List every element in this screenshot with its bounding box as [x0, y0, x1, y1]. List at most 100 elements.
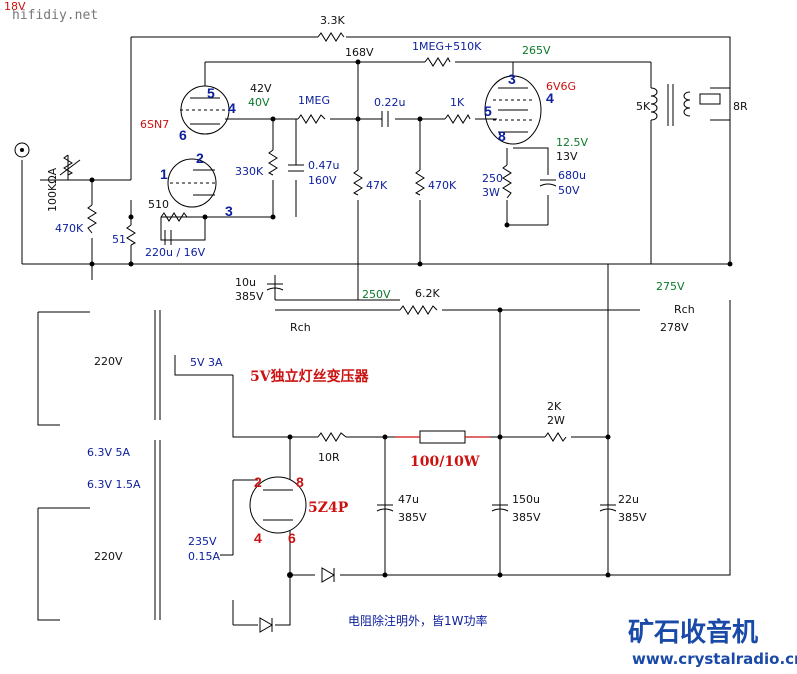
brand-logo: 矿石收音机 www.crystalradio.cn — [628, 617, 797, 668]
label-pot: 100KΩA — [46, 167, 59, 212]
resistor-47k — [352, 169, 363, 196]
label-6v6g: 6V6G — [546, 80, 576, 93]
label-10r: 10R — [318, 451, 340, 464]
pin-6sn7-1: 1 — [160, 166, 168, 182]
label-12-5v: 12.5V — [556, 136, 588, 149]
resistor-100-10w — [419, 430, 466, 444]
resistor-1meg-510k — [424, 56, 451, 67]
pin-6sn7-2: 2 — [196, 150, 204, 166]
label-235v: 235V — [188, 535, 217, 548]
label-150u: 150u — [512, 493, 540, 506]
label-385v-a: 385V — [235, 290, 264, 303]
label-330k: 330K — [235, 165, 264, 178]
resistor-power-note: 电阻除注明外，皆1W功率 — [348, 613, 488, 628]
label-rch-left: Rch — [290, 321, 311, 334]
tube-5z4p — [249, 476, 307, 534]
label-1meg: 1MEG — [298, 94, 330, 107]
label-10u: 10u — [235, 276, 256, 289]
label-220u-16v: 220u / 16V — [145, 246, 206, 259]
resistor-51 — [126, 224, 137, 246]
label-100-10w: 100/10W — [410, 454, 480, 470]
label-5k: 5K — [636, 100, 651, 113]
label-2w: 2W — [547, 414, 565, 427]
cap-0-22u — [381, 111, 389, 127]
label-0-15a: 0.15A — [188, 550, 220, 563]
resistor-1meg — [297, 114, 326, 124]
cap-150u — [491, 504, 509, 512]
label-8r: 8R — [733, 100, 748, 113]
label-680u: 680u — [558, 169, 586, 182]
label-275v: 275V — [656, 280, 685, 293]
resistor-2k — [544, 432, 567, 442]
label-6sn7: 6SN7 — [140, 118, 169, 131]
resistors — [87, 32, 567, 442]
pin-6v6g-5: 5 — [484, 103, 492, 119]
label-168v: 168V — [345, 46, 374, 59]
label-0-47u: 0.47u — [308, 159, 339, 172]
label-1k: 1K — [450, 96, 465, 109]
label-51: 51 — [112, 233, 126, 246]
label-1meg-510k: 1MEG+510K — [412, 40, 482, 53]
pin-6v6g-4: 4 — [546, 90, 554, 106]
pin-5z4p-8: 8 — [296, 474, 304, 490]
cap-0-47u — [288, 164, 304, 172]
pin-6sn7-5: 5 — [207, 85, 215, 101]
site-watermark: hifidiy.net — [12, 8, 98, 23]
label-220v-bottom: 220V — [94, 550, 123, 563]
label-6-2k: 6.2K — [415, 287, 440, 300]
power-transformer — [37, 310, 233, 621]
label-510: 510 — [148, 198, 169, 211]
brand-url: www.crystalradio.cn — [632, 650, 797, 668]
label-5v-3a: 5V 3A — [190, 356, 223, 369]
pin-6sn7-4: 4 — [228, 100, 236, 116]
filament-transformer-title: 5V独立灯丝变压器 — [250, 368, 370, 385]
pin-6v6g-3: 3 — [508, 71, 516, 87]
label-470k-grid: 470K — [428, 179, 457, 192]
cap-680u — [539, 179, 557, 187]
resistor-470k-input — [87, 204, 97, 234]
pin-5z4p-4: 4 — [254, 530, 262, 546]
cap-47u — [376, 504, 394, 512]
label-470k-input: 470K — [55, 222, 84, 235]
label-rch-right: Rch — [674, 303, 695, 316]
resistor-330k — [267, 149, 278, 176]
label-265v: 265V — [522, 44, 551, 57]
pin-6sn7-3: 3 — [225, 203, 233, 219]
capacitors — [164, 111, 617, 512]
label-278v: 278V — [660, 321, 689, 334]
pin-5z4p-2: 2 — [254, 474, 262, 490]
volume-pot[interactable] — [59, 154, 81, 176]
label-3w: 3W — [482, 186, 500, 199]
tube-labels: 6SN7 5 4 6 1 2 3 6V6G 3 4 5 8 5Z4P 2 8 4… — [140, 71, 576, 546]
label-385v-b: 385V — [398, 511, 427, 524]
junction-dots — [89, 59, 733, 578]
label-13v: 13V — [556, 150, 578, 163]
resistor-3-3k — [317, 32, 345, 42]
resistor-1k — [444, 113, 471, 124]
label-40v: 40V — [248, 96, 270, 109]
output-transformer — [650, 84, 721, 126]
pin-6sn7-6: 6 — [179, 127, 187, 143]
label-385v-d: 385V — [618, 511, 647, 524]
resistor-10r — [317, 432, 347, 442]
labels: 3.3K 168V 1MEG+510K 265V 42V 40V 1MEG 0.… — [55, 14, 748, 563]
label-0-22u: 0.22u — [374, 96, 405, 109]
label-250: 250 — [482, 172, 503, 185]
wires — [21, 36, 731, 626]
input-jack[interactable] — [14, 142, 30, 158]
pin-6v6g-8: 8 — [498, 128, 506, 144]
resistor-510 — [160, 212, 188, 222]
label-3-3k: 3.3K — [320, 14, 345, 27]
tube-6v6g — [484, 75, 542, 145]
label-22u: 22u — [618, 493, 639, 506]
label-42v: 42V — [250, 82, 272, 95]
resistor-250 — [502, 164, 512, 199]
label-385v-c: 385V — [512, 511, 541, 524]
label-2k: 2K — [547, 400, 562, 413]
label-220v-top: 220V — [94, 355, 123, 368]
tube-6sn7 — [167, 85, 230, 208]
resistor-470k-grid — [414, 169, 425, 196]
cap-220u — [164, 230, 172, 245]
